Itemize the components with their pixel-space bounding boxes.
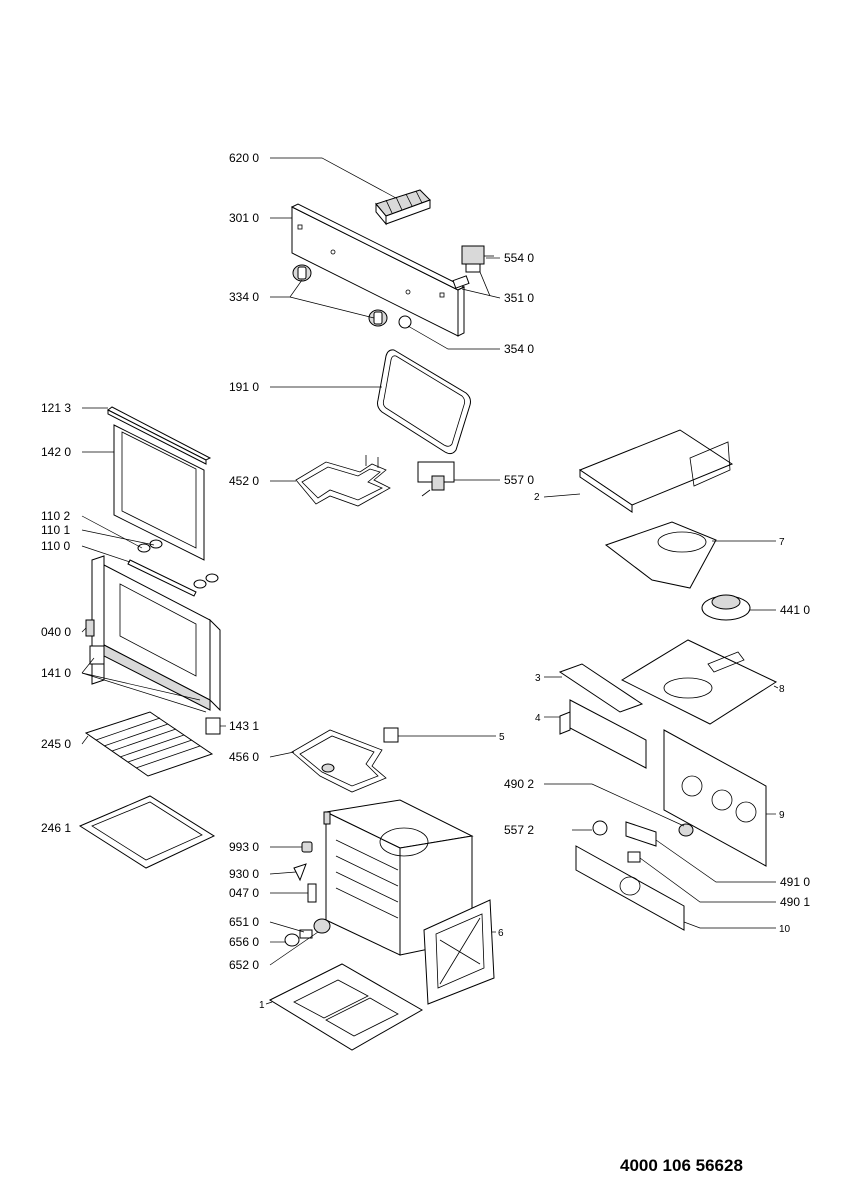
knob-334-b [368,309,388,327]
callout-4: 4 [535,713,541,724]
grill-element-452 [295,455,391,507]
control-panel-301 [290,203,466,337]
callout-7: 7 [779,537,785,548]
callout-040-0: 040 0 [41,625,71,639]
callout-143-1: 143 1 [229,719,259,733]
callout-656-0: 656 0 [229,935,259,949]
lamp-assembly-651 [284,918,331,947]
callout-490-1: 490 1 [780,895,810,909]
door-top-trim-121 [107,406,212,465]
insulation-plate-8 [620,639,778,725]
side-bracket-4 [559,699,647,769]
wire-shelf-245 [84,711,214,777]
callout-651-0: 651 0 [229,915,259,929]
callout-301-0: 301 0 [229,211,259,225]
lamp-490-2 [678,823,694,837]
callout-491-0: 491 0 [780,875,810,889]
small-part-993 [301,841,313,853]
callout-557-2: 557 2 [504,823,534,837]
switch-351 [452,275,470,289]
fan-cover-7 [604,521,717,589]
bracket-5 [383,727,399,743]
glass-clips-110 [127,539,219,597]
callout-245-0: 245 0 [41,737,71,751]
callout-620-0: 620 0 [229,151,259,165]
callout-5: 5 [499,732,505,743]
knob-334-a [292,264,312,282]
callout-441-0: 441 0 [780,603,810,617]
callout-334-0: 334 0 [229,290,259,304]
callout-6: 6 [498,928,504,939]
callout-354-0: 354 0 [504,342,534,356]
leader-lines [81,157,779,1005]
callout-110-1: 110 1 [41,523,70,537]
callout-490-2: 490 2 [504,777,534,791]
connector-557-0 [417,461,455,497]
callout-labels: 620 0 301 0 554 0 334 0 351 0 354 0 191 … [41,151,810,1011]
small-part-047 [307,883,317,903]
bottom-panel-1 [268,963,424,1051]
control-board-10 [575,845,685,931]
document-number: 4000 106 56628 [620,1156,743,1175]
callout-554-0: 554 0 [504,251,534,265]
callout-456-0: 456 0 [229,750,259,764]
rail-3 [558,663,644,713]
outer-door-141 [85,555,221,735]
callout-9: 9 [779,810,785,821]
callout-2: 2 [534,492,540,503]
top-cover-2 [578,429,734,513]
rear-panel-9 [663,729,767,867]
callout-246-1: 246 1 [41,821,71,835]
callout-121-3: 121 3 [41,401,71,415]
callout-3: 3 [535,673,541,684]
callout-452-0: 452 0 [229,474,259,488]
relay-490-1 [627,851,641,863]
callout-047-0: 047 0 [229,886,259,900]
callout-141-0: 141 0 [41,666,71,680]
callout-652-0: 652 0 [229,958,259,972]
baking-tray-246 [78,795,216,869]
door-seal-191 [377,349,471,455]
inner-glass-142 [113,424,205,561]
callout-191-0: 191 0 [229,380,259,394]
callout-142-0: 142 0 [41,445,71,459]
lower-element-456 [291,729,387,793]
terminal-block-620 [375,189,431,226]
callout-8: 8 [779,684,785,695]
callout-993-0: 993 0 [229,840,259,854]
callout-110-0: 110 0 [41,539,70,553]
callout-1: 1 [259,1000,265,1011]
thermostat-554 [461,245,494,297]
callout-557-0: 557 0 [504,473,534,487]
callout-10: 10 [779,924,791,935]
thermal-cutout-557-2 [592,820,608,836]
back-panel-6 [423,899,495,1005]
small-part-930 [293,863,307,882]
callout-930-0: 930 0 [229,867,259,881]
terminal-491 [625,821,657,847]
knob-354 [398,315,412,329]
callout-110-2: 110 2 [41,509,70,523]
fan-motor-441 [701,594,751,621]
callout-351-0: 351 0 [504,291,534,305]
